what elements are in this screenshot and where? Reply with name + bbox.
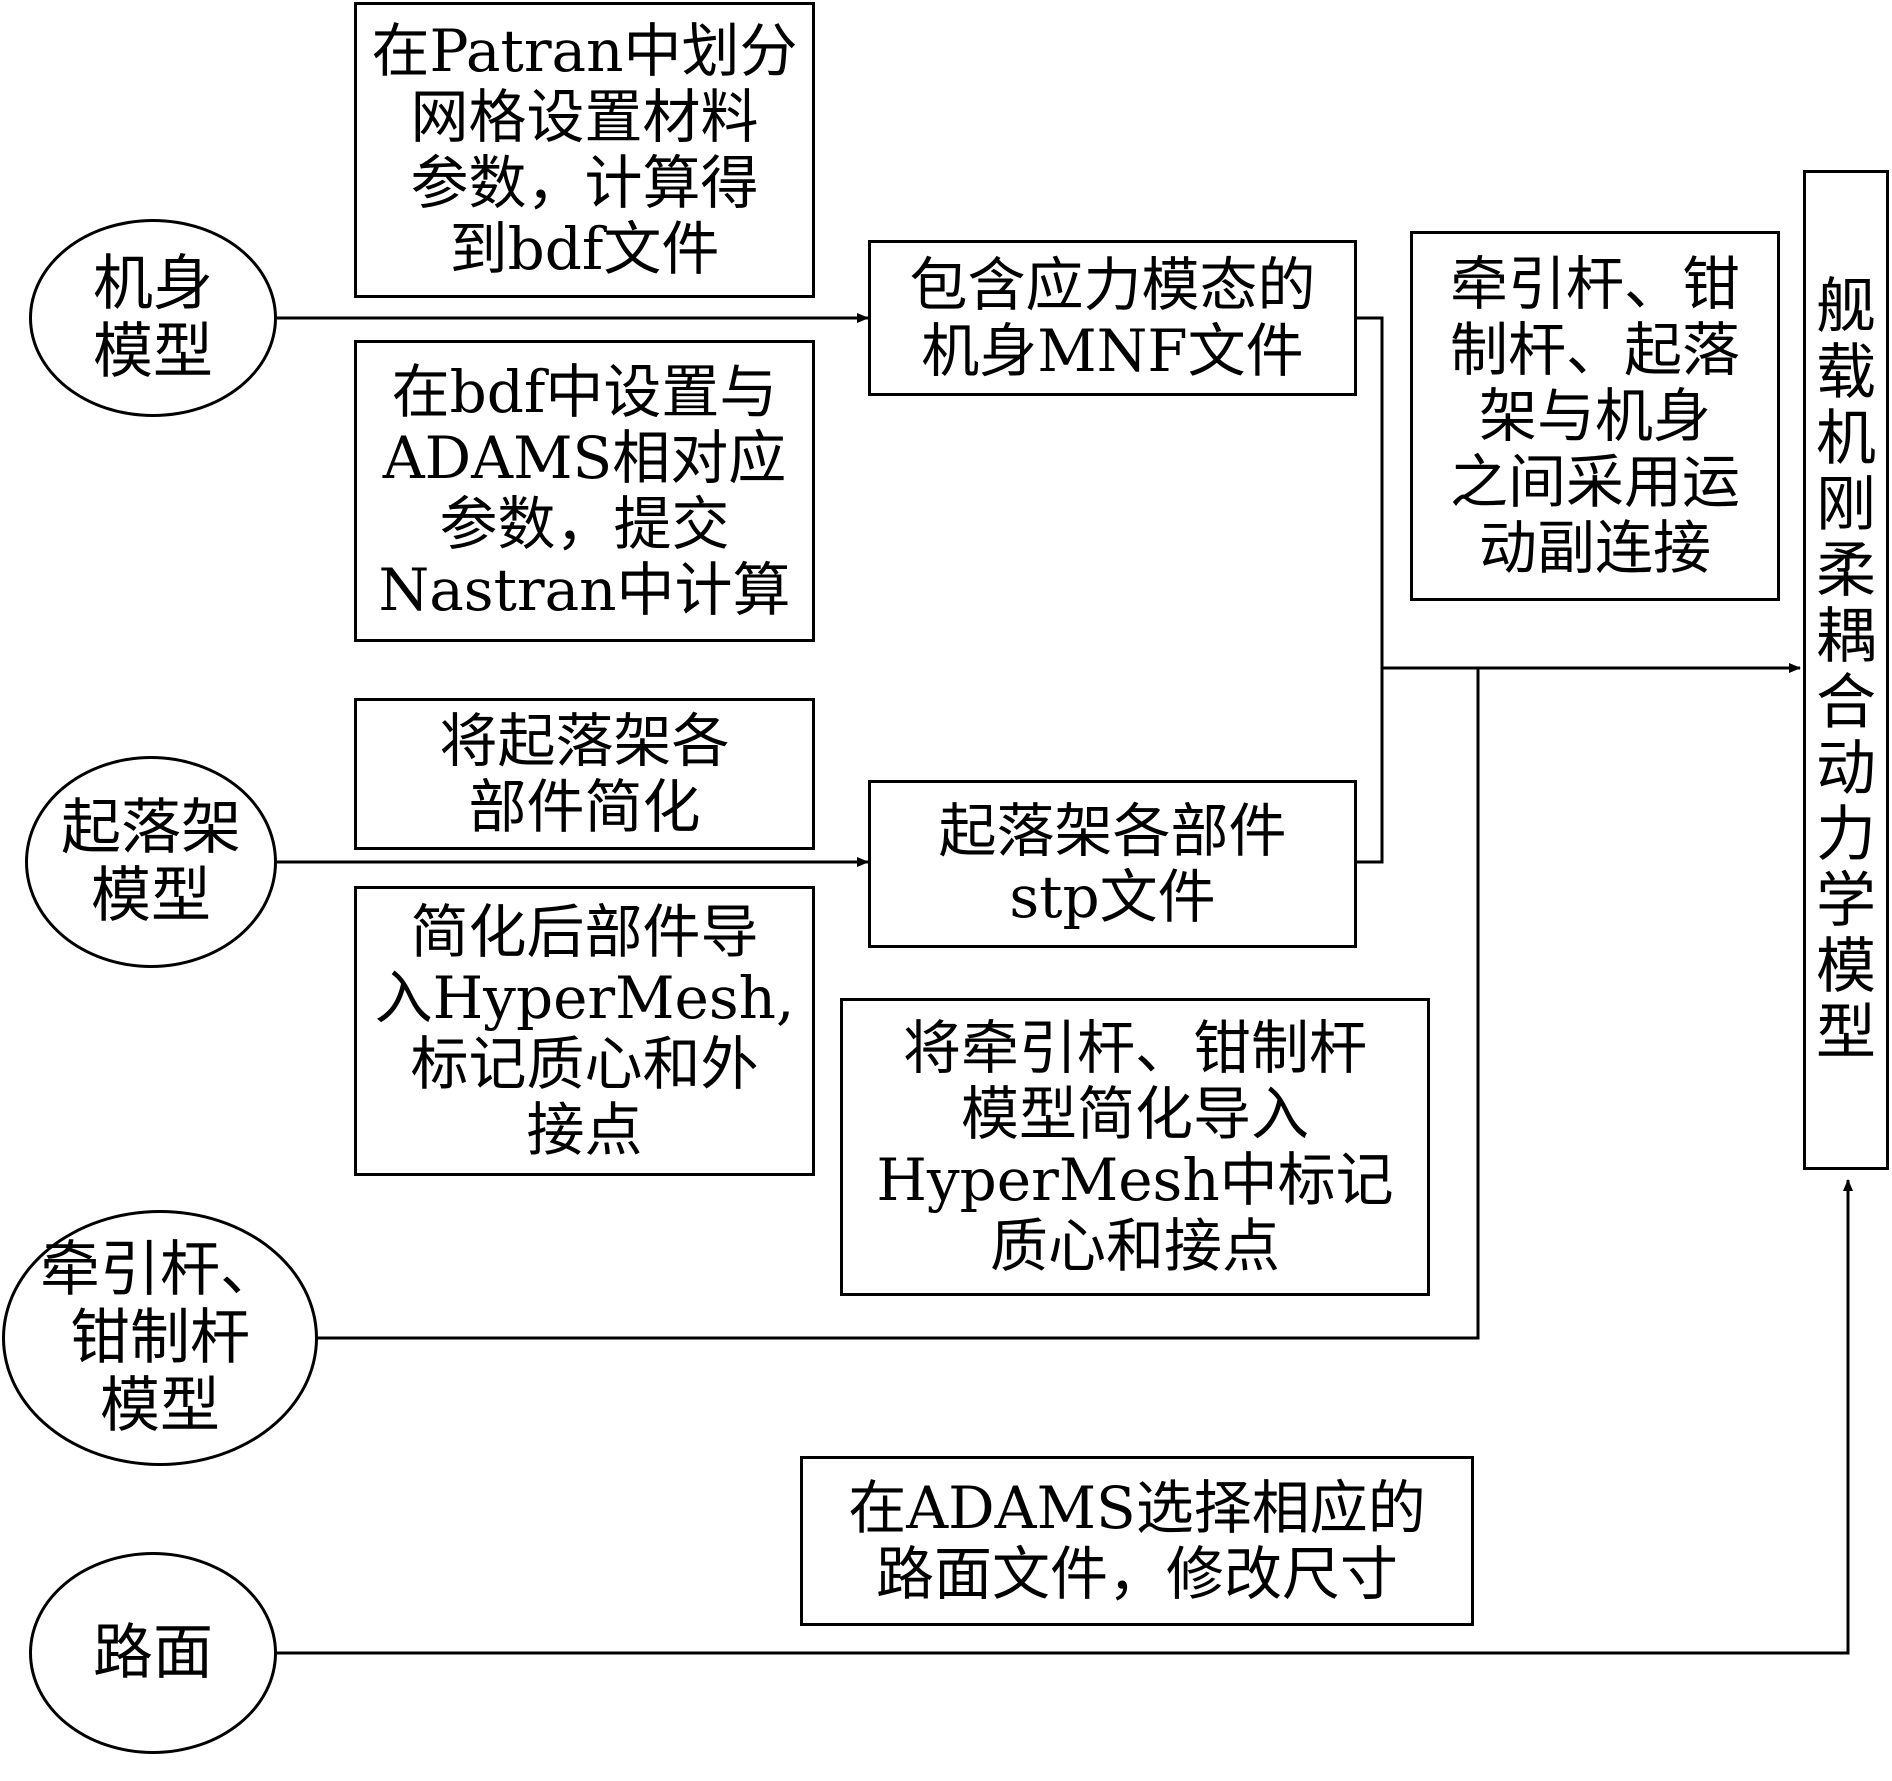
fuselage-model-node: 机身 模型	[29, 219, 277, 417]
gear-stp-box: 起落架各部件 stp文件	[868, 780, 1357, 948]
line-mnf-to-bus	[1357, 316, 1384, 668]
road-file-text: 在ADAMS选择相应的 路面文件，修改尺寸	[848, 1474, 1426, 1608]
road-surface-label: 路面	[93, 1618, 213, 1688]
fuselage-mnf-text: 包含应力模态的 机身MNF文件	[909, 251, 1316, 385]
landing-gear-model-node: 起落架 模型	[25, 756, 277, 968]
rods-hypermesh-text: 将牵引杆、钳制杆 模型简化导入 HyperMesh中标记 质心和接点	[876, 1014, 1394, 1280]
line-stp-to-bus	[1357, 668, 1384, 864]
tow-bar-model-node: 牵引杆、 钳制杆 模型	[2, 1210, 318, 1466]
arrow-road-to-final	[277, 1179, 1853, 1655]
gear-stp-text: 起落架各部件 stp文件	[938, 797, 1287, 931]
line-rods-to-bus	[318, 668, 1480, 1340]
gear-simplify-text: 将起落架各 部件简化	[439, 707, 730, 841]
bdf-setup-text: 在bdf中设置与 ADAMS相对应 参数，提交 Nastran中计算	[378, 358, 791, 624]
hypermesh-import-note: 简化后部件导 入HyperMesh, 标记质心和外 接点	[354, 886, 815, 1176]
hypermesh-import-text: 简化后部件导 入HyperMesh, 标记质心和外 接点	[374, 898, 795, 1164]
fuselage-model-label: 机身 模型	[93, 249, 213, 387]
rods-hypermesh-note: 将牵引杆、钳制杆 模型简化导入 HyperMesh中标记 质心和接点	[840, 998, 1430, 1296]
rigid-flexible-dynamics-model-text: 舰 载 机 刚 柔 耦 合 动 力 学 模 型	[1816, 272, 1876, 1068]
gear-simplify-note: 将起落架各 部件简化	[354, 698, 815, 850]
fuselage-mnf-box: 包含应力模态的 机身MNF文件	[868, 240, 1357, 396]
road-surface-node: 路面	[29, 1552, 277, 1754]
joint-connection-text: 牵引杆、钳 制杆、起落 架与机身 之间采用运 动副连接	[1449, 250, 1740, 582]
joint-connection-note: 牵引杆、钳 制杆、起落 架与机身 之间采用运 动副连接	[1410, 231, 1780, 601]
rigid-flexible-dynamics-model-box: 舰 载 机 刚 柔 耦 合 动 力 学 模 型	[1803, 170, 1889, 1170]
bdf-setup-note: 在bdf中设置与 ADAMS相对应 参数，提交 Nastran中计算	[354, 340, 815, 642]
patran-meshing-note: 在Patran中划分 网格设置材料 参数，计算得 到bdf文件	[354, 2, 815, 298]
patran-meshing-text: 在Patran中划分 网格设置材料 参数，计算得 到bdf文件	[371, 17, 798, 283]
road-file-note: 在ADAMS选择相应的 路面文件，修改尺寸	[800, 1456, 1474, 1626]
landing-gear-model-label: 起落架 模型	[61, 793, 241, 931]
tow-bar-model-label: 牵引杆、 钳制杆 模型	[40, 1235, 280, 1441]
